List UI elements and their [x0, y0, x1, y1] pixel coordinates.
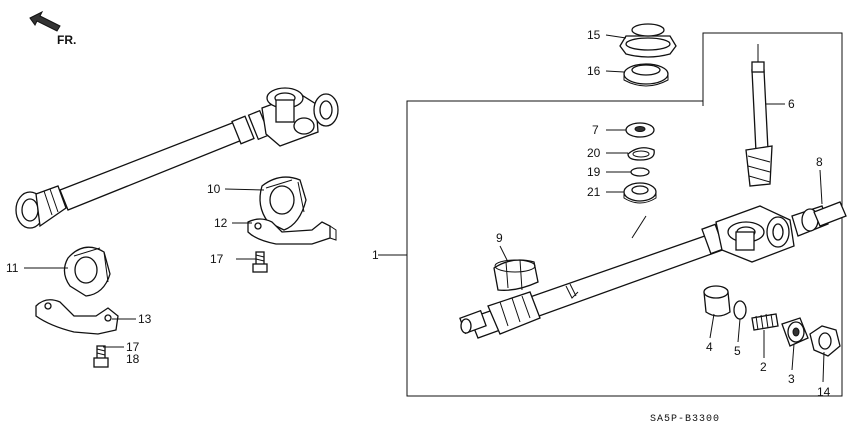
- mount-bracket-lower: [35, 299, 119, 335]
- callout-14: 14: [817, 385, 831, 399]
- rack-guide: [703, 285, 731, 317]
- leader-lines: [24, 34, 825, 383]
- diagram-code: SA5P-B3300: [650, 414, 720, 425]
- callout-21: 21: [587, 185, 601, 199]
- dust-seal-cap: [619, 23, 677, 58]
- rack-assembly-main: [459, 201, 847, 339]
- callout-16: 16: [587, 64, 601, 78]
- assembly-box: [406, 32, 843, 397]
- callout-10: 10: [207, 182, 221, 196]
- mount-bushing-lower: [63, 246, 111, 297]
- bolt-lower: [93, 345, 109, 368]
- callout-3: 3: [788, 372, 795, 386]
- direction-label: FR.: [57, 33, 76, 47]
- guide-o-ring: [733, 300, 747, 320]
- callout-6: 6: [788, 97, 795, 111]
- gear-housing-left: [261, 87, 339, 147]
- o-ring: [630, 167, 650, 177]
- callout-20: 20: [587, 146, 601, 160]
- snap-ring: [627, 147, 655, 161]
- rack-guide-screw: [781, 317, 809, 347]
- callout-17-upper: 17: [210, 252, 224, 266]
- callout-12: 12: [214, 216, 228, 230]
- rack-guide-spring: [751, 313, 779, 331]
- ball-bearing: [623, 182, 657, 204]
- callout-4: 4: [706, 340, 713, 354]
- oil-seal: [623, 63, 669, 87]
- callout-2: 2: [760, 360, 767, 374]
- gear-housing-main: [715, 205, 795, 263]
- mount-bracket-upper: [247, 218, 337, 245]
- callout-15: 15: [587, 28, 601, 42]
- rack-assembly-left: [15, 87, 339, 229]
- callout-19: 19: [587, 165, 601, 179]
- pinion-shaft: [745, 44, 773, 187]
- bolt-upper: [252, 251, 268, 273]
- washer: [625, 122, 655, 138]
- callout-9: 9: [496, 231, 503, 245]
- callout-7: 7: [592, 123, 599, 137]
- callout-labels: 1 2 3 4 5 6 7 8 9 10 11 12 13 14 15 16 1…: [6, 28, 831, 399]
- rack-boot-left: [15, 185, 67, 229]
- callout-13: 13: [138, 312, 152, 326]
- callout-18: 18: [126, 352, 140, 366]
- callout-8: 8: [816, 155, 823, 169]
- callout-17-lower: 17: [126, 340, 140, 354]
- callout-11: 11: [6, 261, 19, 275]
- callout-5: 5: [734, 344, 741, 358]
- mount-bushing-upper: [259, 176, 307, 231]
- front-direction-arrow: FR.: [29, 10, 76, 47]
- locknut: [809, 325, 841, 357]
- callout-1: 1: [372, 248, 379, 262]
- rack-bushing: [493, 259, 539, 291]
